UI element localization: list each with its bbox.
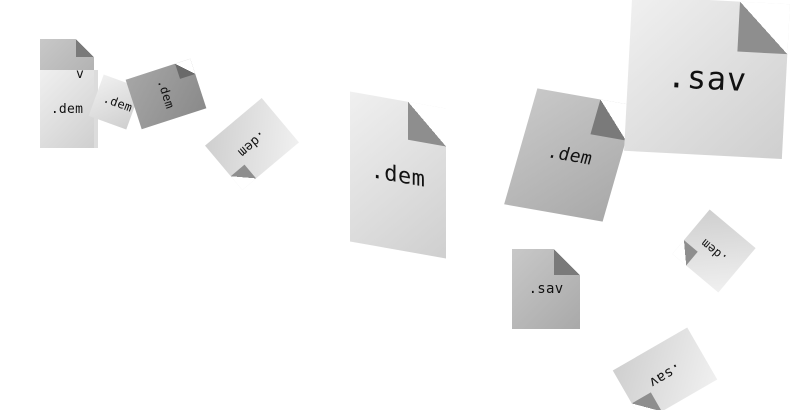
file-label: v (76, 67, 85, 82)
file-icon-dem: .dem (350, 91, 446, 259)
file-label: .dem (50, 101, 84, 117)
file-label: .dem (698, 236, 730, 266)
file-label: .dem (545, 140, 595, 170)
file-icon-sav: .sav (624, 0, 790, 160)
file-icon-sav: .sav (612, 327, 718, 410)
file-label: .dem (234, 127, 270, 161)
file-icon-dem: .dem (40, 70, 94, 148)
file-icon-dem: .dem (504, 88, 636, 222)
file-label: .dem (370, 157, 426, 193)
file-label: .dem (101, 91, 135, 115)
file-label: .dem (154, 77, 178, 111)
file-label: .sav (528, 281, 564, 297)
file-label: .sav (645, 359, 685, 391)
file-icon-sav: .sav (512, 249, 580, 329)
file-icon-dem: .dem (205, 98, 299, 190)
file-label: .sav (666, 56, 748, 99)
file-icon-dem: .dem (672, 209, 756, 293)
file-icon-dem: .dem (125, 58, 207, 130)
